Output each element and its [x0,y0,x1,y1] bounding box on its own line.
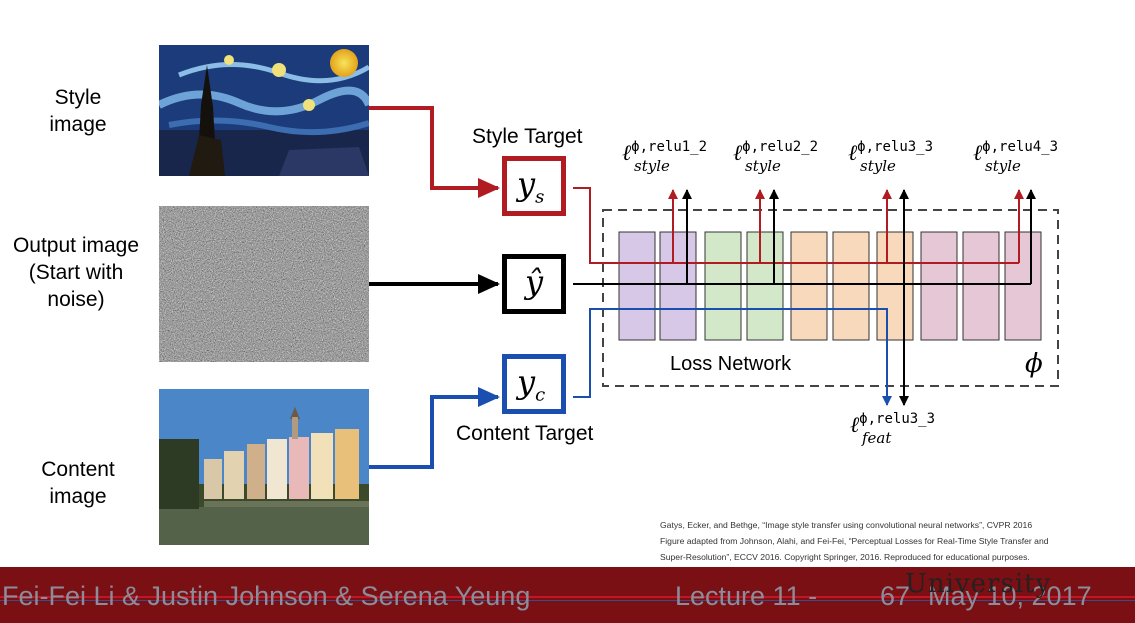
footer-page: 67 [880,581,911,611]
footer-lecture: Lecture 11 - [675,581,818,611]
university-watermark: University [905,569,1052,599]
network-block [659,231,697,341]
content-input-arrow [369,387,500,469]
network-block [746,231,784,341]
network-block [618,231,656,341]
style-target-box: ys [502,156,566,216]
content-image-label: Content image [41,458,115,508]
network-block [832,231,870,341]
content-target-var: yc [517,363,546,406]
footer-bar: Fei-Fei Li & Justin Johnson & Serena Yeu… [0,567,1135,623]
output-var: ŷ [525,263,544,301]
network-block [1004,231,1042,341]
style-input-arrow [369,106,500,198]
phi-symbol: ϕ [1025,349,1043,379]
loss-network-box [602,209,1059,387]
style-target-label: Style Target [472,125,583,148]
output-noise-image [159,206,369,362]
content-target-box: yc [502,354,566,414]
citation: Gatys, Ecker, and Bethge, “Image style t… [660,520,1049,562]
loss-network-label: Loss Network [670,353,792,375]
content-target-label: Content Target [456,422,594,445]
output-var-box: ŷ [502,254,566,314]
network-blocks [618,231,1042,341]
content-image [159,389,369,545]
style-image [159,45,369,176]
footer-authors: Fei-Fei Li & Justin Johnson & Serena Yeu… [2,581,531,611]
network-block [704,231,742,341]
network-block [790,231,828,341]
style-target-var: ys [517,165,545,208]
network-block [920,231,958,341]
style-image-label: Style image [49,86,107,136]
footer-date: May 10, 2017 [928,581,1092,611]
network-block [876,231,914,341]
output-image-label: Output image (Start with noise) [12,234,140,311]
network-block [962,231,1000,341]
